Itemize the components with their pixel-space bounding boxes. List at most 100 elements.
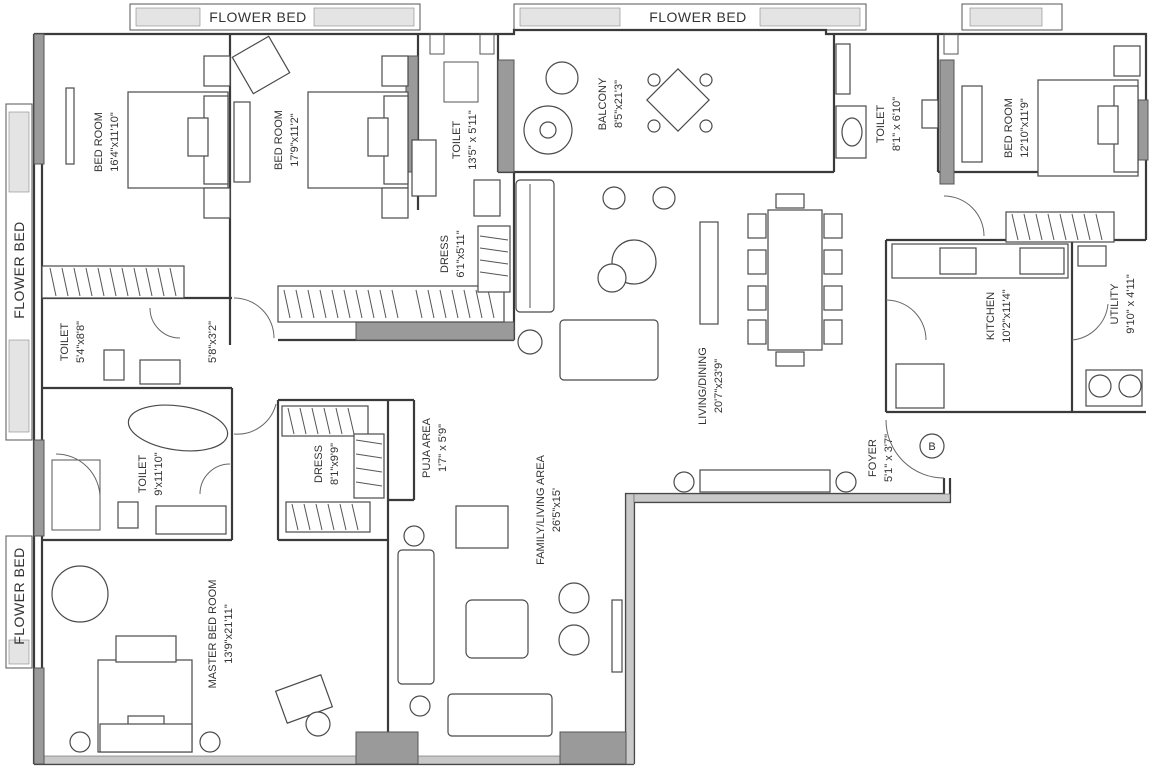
room-name: PUJA AREA bbox=[421, 417, 433, 478]
room-name: FOYER bbox=[867, 439, 879, 477]
room-size: 8'1"x9'9" bbox=[329, 443, 341, 485]
tv-unit bbox=[699, 469, 831, 493]
flower-bed-label: FLOWER BED bbox=[11, 547, 27, 645]
entry-marker-circle bbox=[919, 433, 945, 459]
room-name: LIVING/DINING bbox=[697, 347, 709, 425]
bed bbox=[961, 45, 1141, 177]
plant-icon bbox=[517, 329, 543, 355]
wall-block bbox=[33, 33, 45, 165]
flower-bed-top-right bbox=[961, 3, 1063, 31]
room-size: 13'9"x21'11" bbox=[223, 604, 235, 664]
flower-bed-top-left: FLOWER BED bbox=[129, 3, 421, 31]
room-size: 12'10"x11'9" bbox=[1019, 98, 1031, 158]
sofa bbox=[515, 179, 555, 313]
wall-block bbox=[33, 667, 45, 765]
room-label-bedroom-1: BED ROOM 16'4"x11'10" bbox=[93, 112, 121, 172]
bathtub bbox=[127, 404, 229, 452]
room-label-toilet-1: TOILET 13'5" x 5'11" bbox=[451, 110, 479, 170]
room-name: TOILET bbox=[875, 105, 887, 144]
room-size: 9'10" x 4'11" bbox=[1125, 274, 1137, 334]
wall-block bbox=[939, 59, 955, 185]
room-label-toilet-2: TOILET 8'1" x 6'10" bbox=[875, 97, 903, 151]
room-label-family-living: FAMILY/LIVING AREA 26'5"x15' bbox=[535, 454, 563, 564]
room-name: KITCHEN bbox=[985, 292, 997, 340]
flower-bed-label: FLOWER BED bbox=[649, 9, 747, 25]
wardrobe bbox=[281, 405, 385, 533]
stool bbox=[835, 471, 857, 493]
room-name: DRESS bbox=[439, 235, 451, 273]
room-size: 9'x11'10" bbox=[153, 452, 165, 495]
room-name: FAMILY/LIVING AREA bbox=[535, 454, 547, 564]
family-furniture bbox=[397, 505, 623, 737]
room-label-foyer: FOYER 5'1" x 3'7" bbox=[867, 434, 895, 482]
room-label-master-bedroom: MASTER BED ROOM 13'9"x21'11" bbox=[207, 580, 235, 689]
room-name: BED ROOM bbox=[273, 110, 285, 170]
wardrobe bbox=[477, 225, 511, 293]
flower-bed-left-upper: FLOWER BED bbox=[5, 103, 33, 441]
wall-hatch-bottom bbox=[43, 755, 635, 765]
wall-block bbox=[33, 439, 45, 537]
room-name: DRESS bbox=[313, 445, 325, 483]
flower-bed-ornament bbox=[969, 7, 1043, 27]
room-label-utility: UTILITY 9'10" x 4'11" bbox=[1109, 274, 1137, 334]
room-label-kitchen: KITCHEN 10'2"x11'4" bbox=[985, 289, 1013, 342]
room-label-dress-2: DRESS 8'1"x9'9" bbox=[313, 443, 341, 485]
wardrobe bbox=[1005, 211, 1115, 243]
room-name: BED ROOM bbox=[93, 112, 105, 172]
room-size: 16'4"x11'10" bbox=[109, 112, 121, 172]
flower-bed-label: FLOWER BED bbox=[209, 9, 307, 25]
room-size: 8'5"x21'3" bbox=[613, 80, 625, 128]
room-name: TOILET bbox=[59, 323, 71, 362]
room-label-passage: 5'8"x3'2" bbox=[207, 321, 219, 363]
room-size: 6'1"x5'11" bbox=[455, 230, 467, 277]
wardrobe bbox=[41, 265, 185, 299]
bed bbox=[65, 55, 231, 219]
entry-marker: B bbox=[928, 441, 935, 453]
flower-bed-label: FLOWER BED bbox=[11, 221, 27, 319]
room-name: UTILITY bbox=[1109, 283, 1121, 325]
sofa bbox=[559, 319, 659, 381]
wall-block bbox=[355, 321, 515, 341]
bed bbox=[231, 35, 409, 219]
dining-table bbox=[747, 193, 843, 367]
kitchen-counter bbox=[891, 243, 1143, 409]
room-size: 5'1" x 3'7" bbox=[883, 434, 895, 482]
door-swings bbox=[55, 195, 1109, 499]
balcony-furniture bbox=[523, 61, 713, 155]
room-label-living-dining: LIVING/DINING 20'7"x23'9" bbox=[697, 347, 725, 425]
room-size: 17'9"x11'2" bbox=[289, 113, 301, 166]
wall-block bbox=[497, 59, 515, 173]
wardrobe bbox=[277, 285, 505, 323]
wall-block bbox=[559, 731, 627, 765]
bed bbox=[69, 635, 221, 753]
stool bbox=[673, 471, 695, 493]
room-size: 1'7" x 5'9" bbox=[437, 424, 449, 472]
room-label-dress-1: DRESS 6'1"x5'11" bbox=[439, 230, 467, 277]
armchair bbox=[51, 565, 334, 737]
room-name: TOILET bbox=[451, 121, 463, 160]
room-label-bedroom-2: BED ROOM 17'9"x11'2" bbox=[273, 110, 301, 170]
console bbox=[699, 221, 719, 325]
toilet-fixtures bbox=[51, 349, 227, 535]
flower-bed-top-center: FLOWER BED bbox=[513, 3, 867, 31]
wall-block bbox=[355, 731, 419, 765]
room-label-puja: PUJA AREA 1'7" x 5'9" bbox=[421, 417, 449, 478]
room-label-toilet-3: TOILET 5'4"x8'8" bbox=[59, 321, 87, 363]
room-size: 13'5" x 5'11" bbox=[467, 110, 479, 170]
coffee-tables bbox=[597, 186, 676, 293]
room-label-bedroom-3: BED ROOM 12'10"x11'9" bbox=[1003, 98, 1031, 158]
wall-hatch-right bbox=[625, 493, 635, 765]
room-label-toilet-4: TOILET 9'x11'10" bbox=[137, 452, 165, 495]
room-size: 5'8"x3'2" bbox=[207, 321, 219, 363]
room-name: BED ROOM bbox=[1003, 98, 1015, 158]
room-size: 20'7"x23'9" bbox=[713, 359, 725, 413]
flower-bed-left-lower: FLOWER BED bbox=[5, 535, 33, 669]
toilet-fixtures bbox=[835, 33, 959, 159]
room-name: BALCONY bbox=[597, 77, 609, 130]
room-size: 10'2"x11'4" bbox=[1001, 289, 1013, 342]
wall-hatch-top bbox=[633, 493, 951, 503]
room-size: 26'5"x15' bbox=[551, 488, 563, 532]
room-name: TOILET bbox=[137, 455, 149, 494]
room-name: MASTER BED ROOM bbox=[207, 580, 219, 689]
